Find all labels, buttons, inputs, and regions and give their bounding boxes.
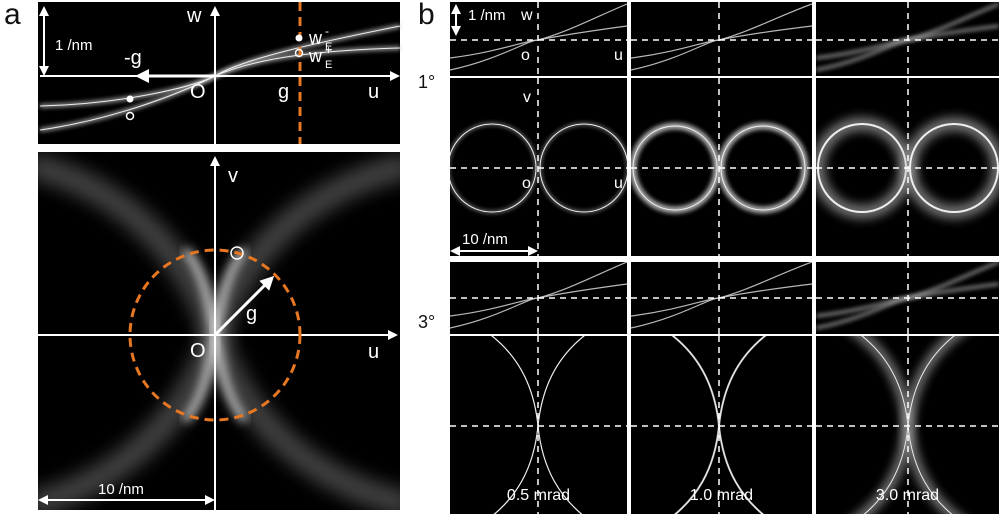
a-top-w-minus: w: [308, 28, 323, 48]
a-bottom-origin: O: [190, 340, 206, 362]
panel-b-cell-r1-c0: [450, 78, 627, 256]
b-top-scale-label: 1 /nm: [468, 7, 506, 24]
b-top-w-label: w: [520, 7, 533, 24]
panel-b-cell-r2-c1: [631, 262, 812, 334]
b-mid-scale-label: 10 /nm: [462, 231, 508, 248]
a-top-u-axis: u: [368, 81, 379, 103]
a-top-w-axis: w: [186, 5, 202, 27]
a-top-w-plus: w: [308, 46, 323, 66]
b-mid-o-label: o: [522, 175, 531, 192]
a-top-g: g: [278, 81, 289, 103]
b-mid-u-label: u: [614, 175, 623, 192]
b-top-o-label: o: [521, 47, 530, 64]
panel-b-grid: 0.5 mrad 1.0 mrad 3.0 mrad w o u 1 /nm v o u 10 /n…: [450, 2, 999, 514]
a-top-w-minus-sup: -: [325, 24, 329, 38]
a-bottom-u-axis: u: [368, 341, 379, 363]
panel-b-cell-r0-c2: [816, 2, 999, 76]
panel-b-cell-r0-c0: [450, 2, 627, 76]
panel-b-cell-r2-c0: [450, 262, 627, 334]
a-top-w-plus-sub: E: [325, 59, 332, 71]
panel-a-bottom: v u O g 10 /nm: [38, 152, 400, 510]
panel-b-cell-r2-c2: [816, 262, 999, 334]
a-top-neg-g: -g: [124, 47, 142, 69]
a-bottom-scale-label: 10 /nm: [98, 481, 144, 498]
a-top-origin: O: [190, 81, 206, 103]
row-label-1deg: 1°: [418, 72, 436, 92]
b-top-u-label: u: [614, 47, 623, 64]
a-top-w-plus-sup: +: [325, 43, 332, 57]
a-top-w-minus-sub: E: [325, 41, 332, 53]
b-mid-v-label: v: [523, 89, 531, 106]
panel-a-top: 1 /nm w u O g -g w E - w E +: [38, 2, 401, 144]
panel-b-cell-r3-c2: 3.0 mrad: [816, 336, 999, 514]
a-bottom-g: g: [246, 303, 257, 325]
panel-b-cell-r1-c2: [816, 78, 999, 256]
panel-b-cell-r1-c1: [631, 78, 812, 256]
column-label-1: 1.0 mrad: [690, 487, 753, 504]
column-label-0: 0.5 mrad: [507, 487, 570, 504]
a-bottom-v-axis: v: [228, 165, 238, 187]
panel-b-letter: b: [418, 0, 435, 31]
row-label-3deg: 3°: [418, 312, 436, 332]
panel-b-cell-r0-c1: [631, 2, 812, 76]
panel-b-cell-r3-c1: 1.0 mrad: [631, 336, 812, 514]
a-top-scale-label: 1 /nm: [55, 37, 93, 54]
panel-b-cell-r3-c0: 0.5 mrad: [450, 336, 627, 514]
column-label-2: 3.0 mrad: [876, 487, 939, 504]
panel-a-letter: a: [4, 0, 21, 31]
